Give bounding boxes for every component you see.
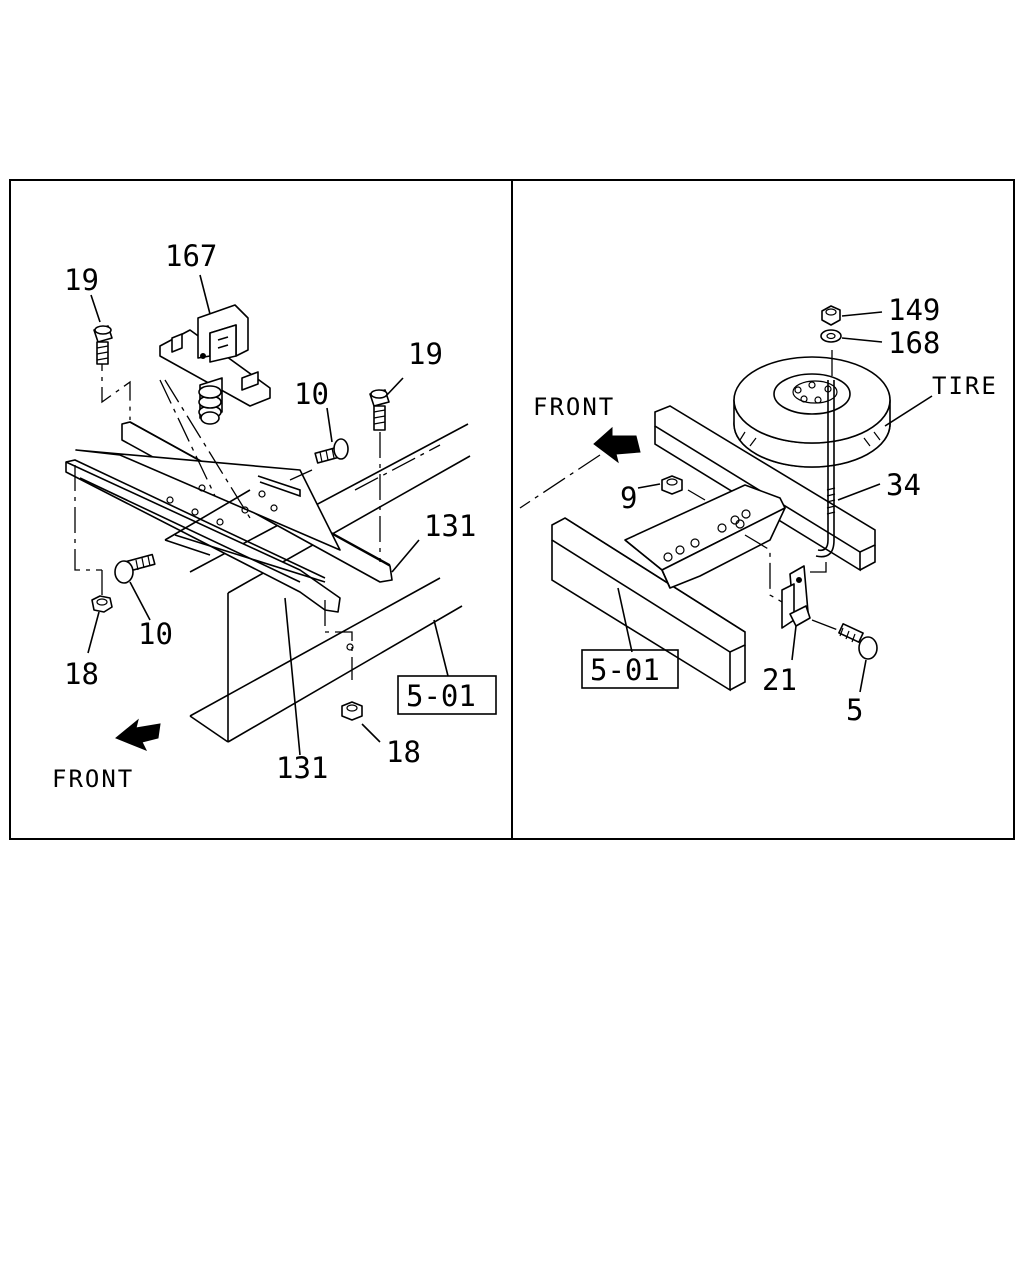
carrier-bracket	[159, 304, 271, 425]
callout-10-upper: 10	[294, 377, 329, 411]
callout-168: 168	[888, 326, 940, 360]
nut-149	[821, 305, 841, 326]
bolt-19-right	[369, 389, 390, 431]
washer-168	[820, 329, 842, 343]
callout-19-left: 19	[64, 263, 99, 297]
front-arrow-left	[115, 718, 161, 751]
right-alignment-lines	[519, 454, 839, 631]
callout-19-right: 19	[408, 337, 443, 371]
left-leader-lines	[87, 274, 449, 756]
callout-tire: TIRE	[932, 372, 998, 400]
callout-5: 5	[846, 693, 863, 727]
callout-131-bottom: 131	[276, 751, 328, 785]
nut-9	[661, 475, 683, 495]
callout-9: 9	[620, 481, 637, 515]
bolt-19-left	[93, 325, 113, 365]
arrow-left-icon-right	[593, 426, 641, 464]
callout-34: 34	[886, 468, 921, 502]
front-arrow-right	[593, 426, 641, 464]
hanger-bolt-34	[808, 350, 836, 573]
right-leader-lines	[617, 311, 933, 693]
right-panel: 149 168 TIRE 34 9 21 5 5-01 FRONT	[519, 293, 998, 727]
callout-131-right: 131	[424, 509, 476, 543]
left-panel: 19 167 19 10 131 10 18 131 18 5-01 FRONT	[52, 239, 497, 793]
callout-10-lower: 10	[138, 617, 173, 651]
front-label-right: FRONT	[533, 393, 615, 421]
bolt-5	[838, 623, 878, 660]
callout-21: 21	[762, 663, 797, 697]
callout-167: 167	[165, 239, 217, 273]
callout-18-bottom: 18	[386, 735, 421, 769]
bolt-10-upper	[314, 438, 349, 464]
crossmember-right	[624, 484, 786, 589]
ref-box-left	[397, 675, 497, 715]
bracket-21	[781, 565, 811, 629]
arrow-left-icon	[115, 718, 161, 751]
crossmember-bracket	[65, 421, 393, 651]
left-alignment-lines	[74, 345, 441, 680]
spare-tire	[733, 356, 891, 468]
nut-18-left	[91, 595, 113, 613]
nut-18-bottom	[341, 701, 363, 721]
bolt-10-lower	[114, 553, 156, 584]
ref-label-left: 5-01	[406, 679, 476, 713]
callout-18-left: 18	[64, 657, 99, 691]
callout-149: 149	[888, 293, 940, 327]
ref-label-right: 5-01	[590, 653, 660, 687]
ref-box-right	[581, 649, 679, 689]
front-label-left: FRONT	[52, 765, 134, 793]
